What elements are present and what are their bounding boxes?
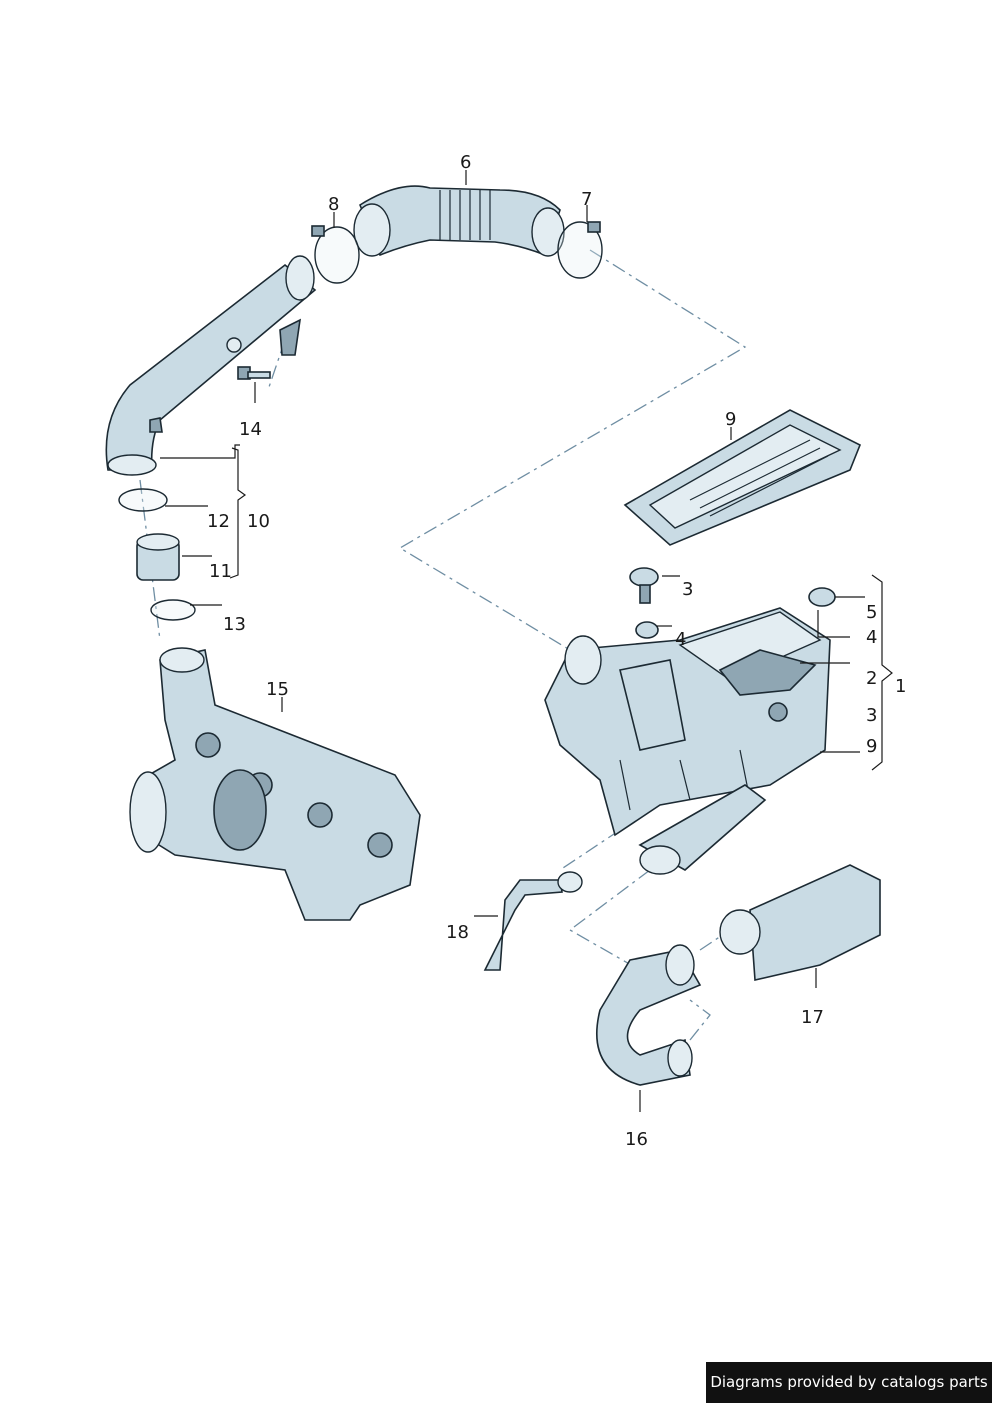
label-1: 1 (895, 676, 906, 697)
label-12: 12 (207, 511, 230, 532)
label-9-top: 9 (725, 409, 736, 430)
label-3-top: 3 (682, 579, 693, 600)
label-8: 8 (328, 194, 339, 215)
label-17: 17 (801, 1007, 824, 1028)
label-7: 7 (581, 189, 592, 210)
label-5: 5 (866, 602, 877, 623)
intake-duct[interactable] (638, 784, 767, 875)
hose-part-6[interactable] (353, 185, 565, 257)
clamp-part-7[interactable] (557, 221, 603, 279)
label-9-right: 9 (866, 736, 877, 757)
sleeve-part-11[interactable] (136, 533, 180, 581)
label-18: 18 (446, 922, 469, 943)
grommet-part-4-left[interactable] (635, 621, 659, 639)
charge-pipe[interactable] (105, 255, 317, 476)
clamp-part-8[interactable] (311, 225, 360, 284)
clamp-part-13[interactable] (150, 599, 196, 621)
label-15: 15 (266, 679, 289, 700)
filter-cover-part-9[interactable] (623, 409, 862, 546)
label-4-left: 4 (675, 629, 686, 650)
label-14: 14 (239, 419, 262, 440)
turbocharger-part-15[interactable] (129, 647, 421, 921)
label-4-right: 4 (866, 627, 877, 648)
bolt-part-14[interactable] (237, 366, 271, 380)
cap-part-5[interactable] (808, 587, 836, 607)
air-filter-housing-part-1[interactable] (544, 607, 831, 837)
label-2: 2 (866, 668, 877, 689)
grommet-part-3-top[interactable] (629, 567, 659, 604)
air-guide-part-17[interactable] (719, 864, 881, 981)
label-11: 11 (209, 561, 232, 582)
label-16: 16 (625, 1129, 648, 1150)
hose-part-18[interactable] (483, 871, 583, 971)
credit-banner: Diagrams provided by catalogs parts (706, 1362, 992, 1403)
label-10: 10 (247, 511, 270, 532)
label-3-right: 3 (866, 705, 877, 726)
leader-lines (160, 170, 893, 1112)
label-13: 13 (223, 614, 246, 635)
part-labels: 6 7 8 14 12 10 11 13 15 9 3 4 5 4 2 1 3 … (207, 152, 906, 1150)
label-6: 6 (460, 152, 471, 173)
clamp-part-12[interactable] (118, 488, 168, 512)
elbow-hose-part-16[interactable] (596, 944, 702, 1086)
